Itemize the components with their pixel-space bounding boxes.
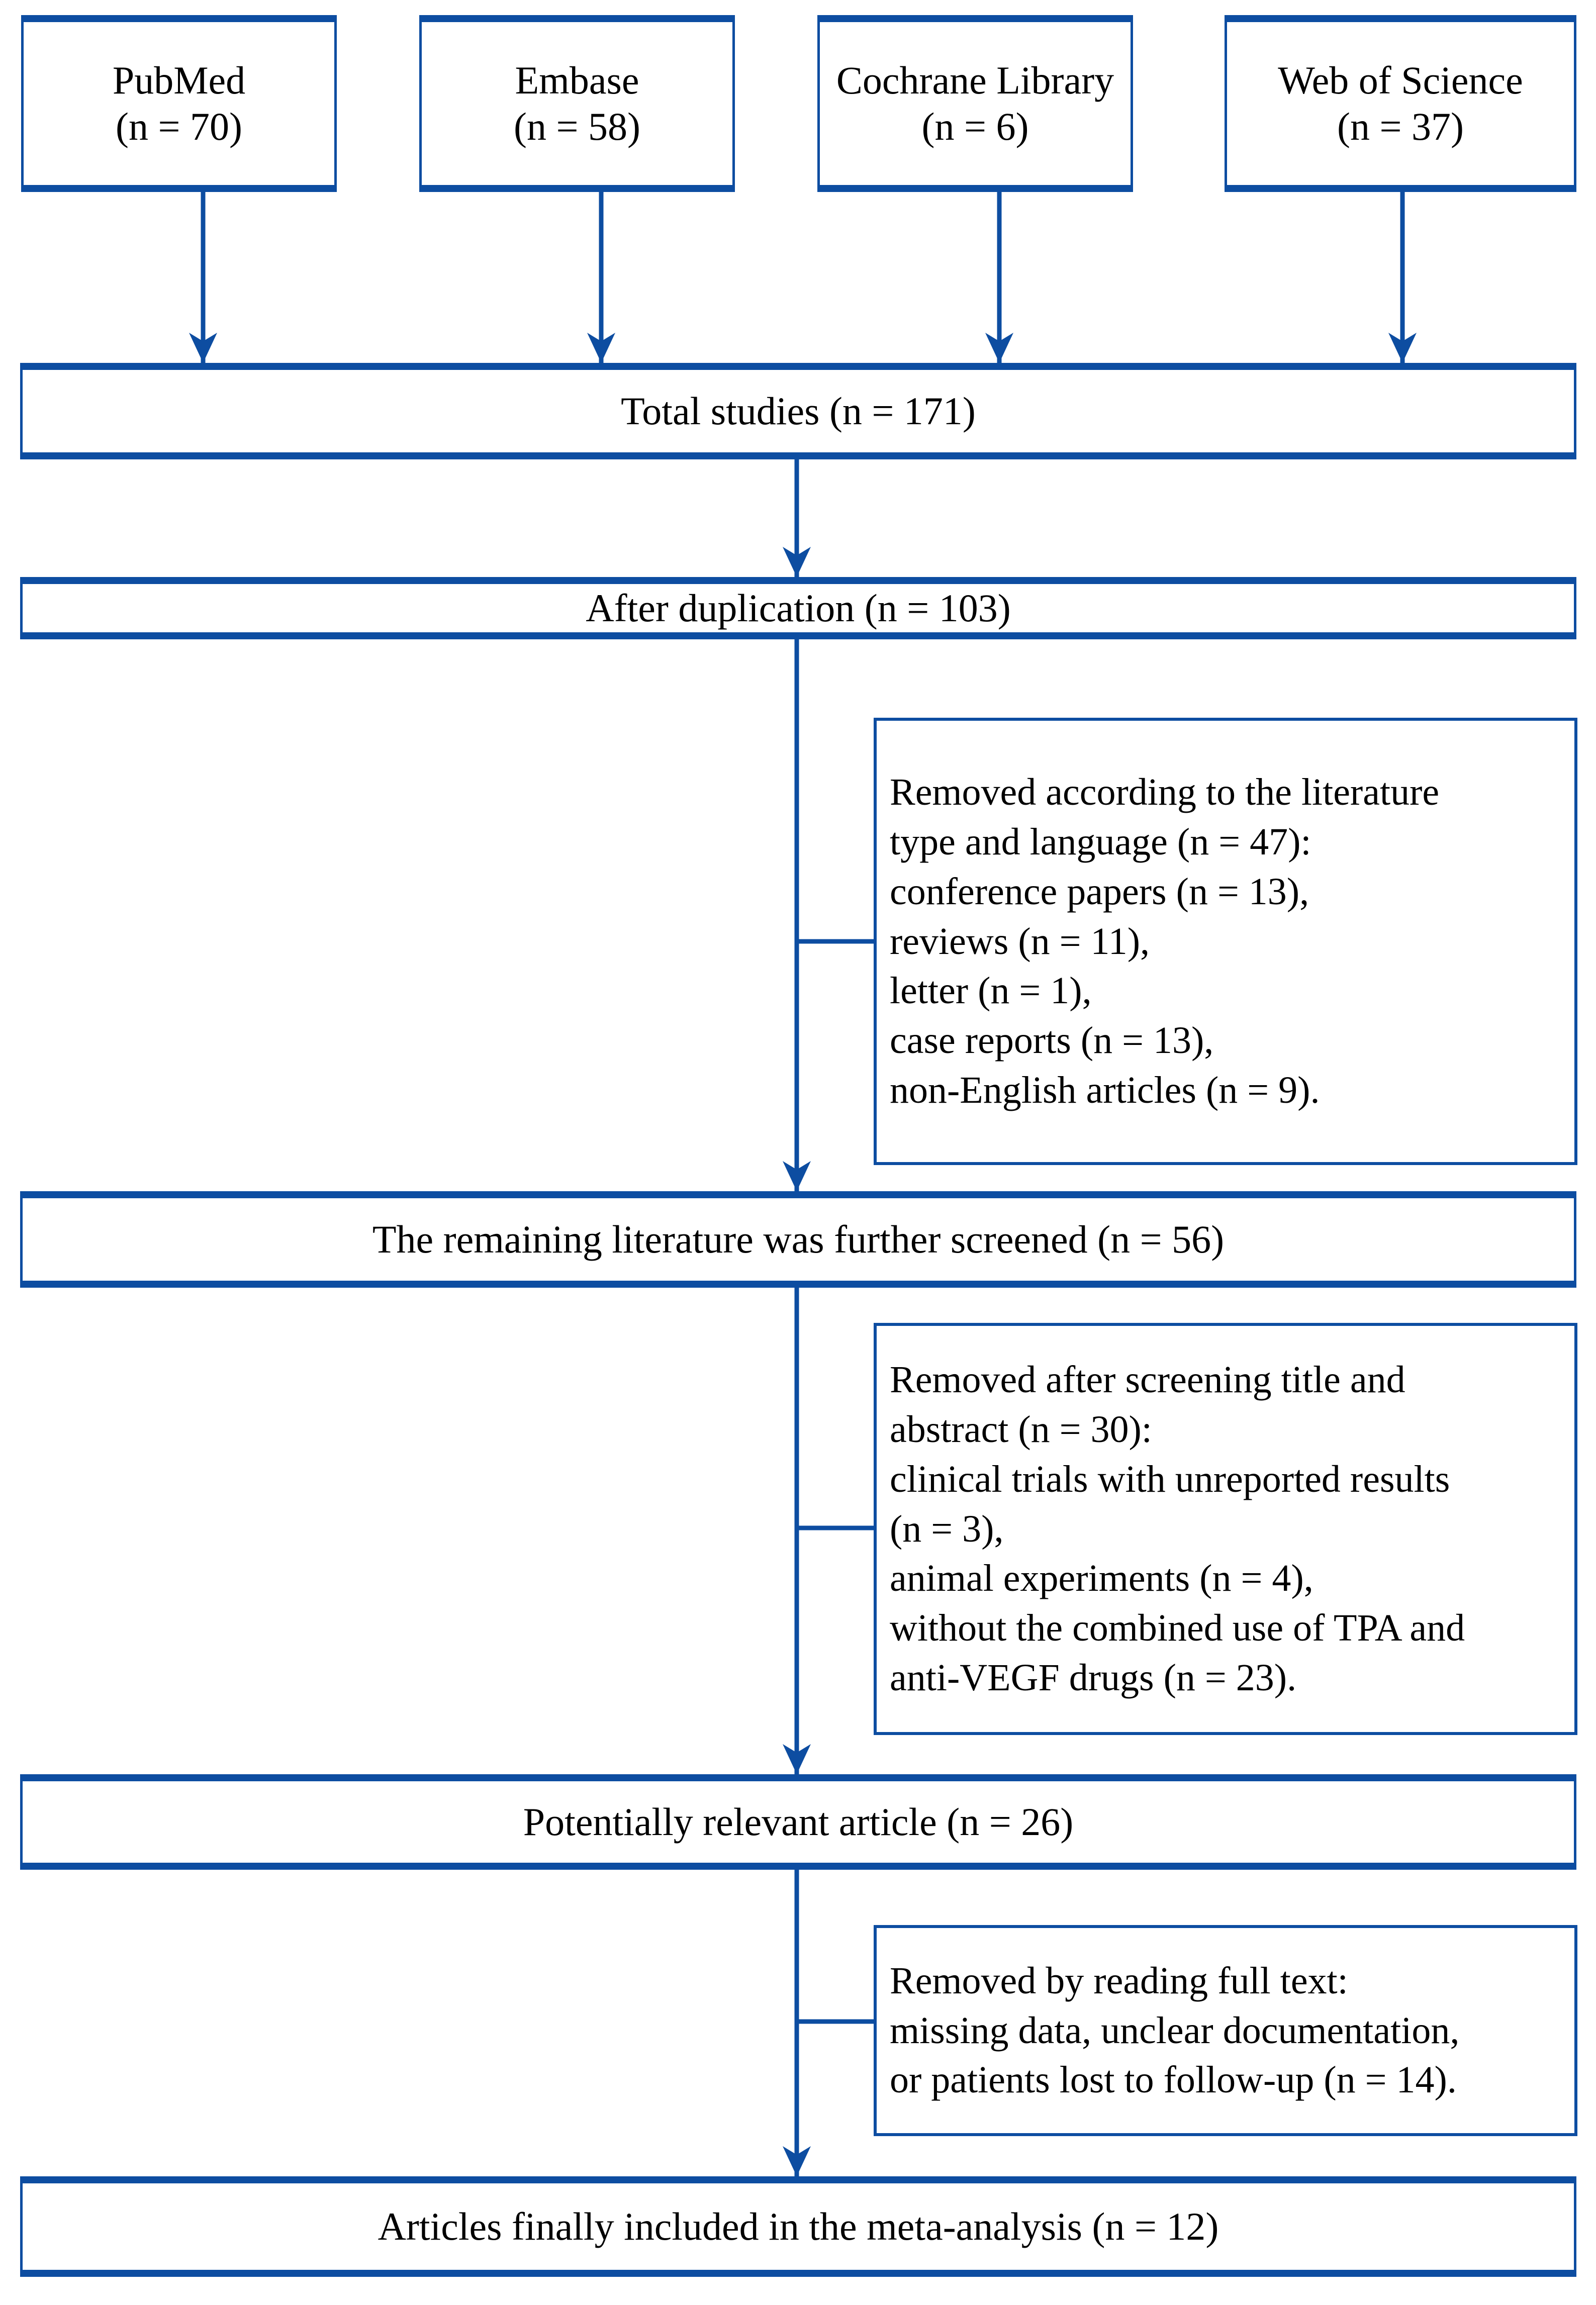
spine-box-finally-included: Articles finally included in the meta-an…	[20, 2176, 1576, 2277]
exclusion-text-full-text: Removed by reading full text: missing da…	[890, 1959, 1460, 2101]
source-box-cochrane-library: Cochrane Library (n = 6)	[817, 15, 1133, 192]
source-label-pubmed: PubMed (n = 70)	[112, 58, 246, 148]
source-label-embase: Embase (n = 58)	[514, 58, 640, 148]
exclusion-box-title-and-abstract: Removed after screening title and abstra…	[874, 1323, 1577, 1735]
exclusion-box-type-and-language: Removed according to the literature type…	[874, 718, 1577, 1165]
spine-label-potentially-relevant: Potentially relevant article (n = 26)	[523, 1799, 1074, 1844]
spine-label-after-duplication: After duplication (n = 103)	[586, 586, 1011, 630]
source-label-cochrane-library: Cochrane Library (n = 6)	[836, 58, 1114, 148]
exclusion-box-full-text: Removed by reading full text: missing da…	[874, 1925, 1577, 2136]
spine-label-finally-included: Articles finally included in the meta-an…	[378, 2204, 1219, 2248]
spine-label-further-screened: The remaining literature was further scr…	[372, 1217, 1225, 1261]
exclusion-text-type-and-language: Removed according to the literature type…	[890, 771, 1440, 1111]
spine-box-further-screened: The remaining literature was further scr…	[20, 1191, 1576, 1288]
spine-label-total-studies: Total studies (n = 171)	[621, 389, 976, 433]
source-box-embase: Embase (n = 58)	[419, 15, 735, 192]
spine-box-total-studies: Total studies (n = 171)	[20, 363, 1576, 459]
spine-box-after-duplication: After duplication (n = 103)	[20, 577, 1576, 639]
source-label-web-of-science: Web of Science (n = 37)	[1278, 58, 1523, 148]
spine-box-potentially-relevant: Potentially relevant article (n = 26)	[20, 1774, 1576, 1870]
exclusion-text-title-and-abstract: Removed after screening title and abstra…	[890, 1359, 1465, 1699]
source-box-web-of-science: Web of Science (n = 37)	[1225, 15, 1576, 192]
source-box-pubmed: PubMed (n = 70)	[21, 15, 337, 192]
